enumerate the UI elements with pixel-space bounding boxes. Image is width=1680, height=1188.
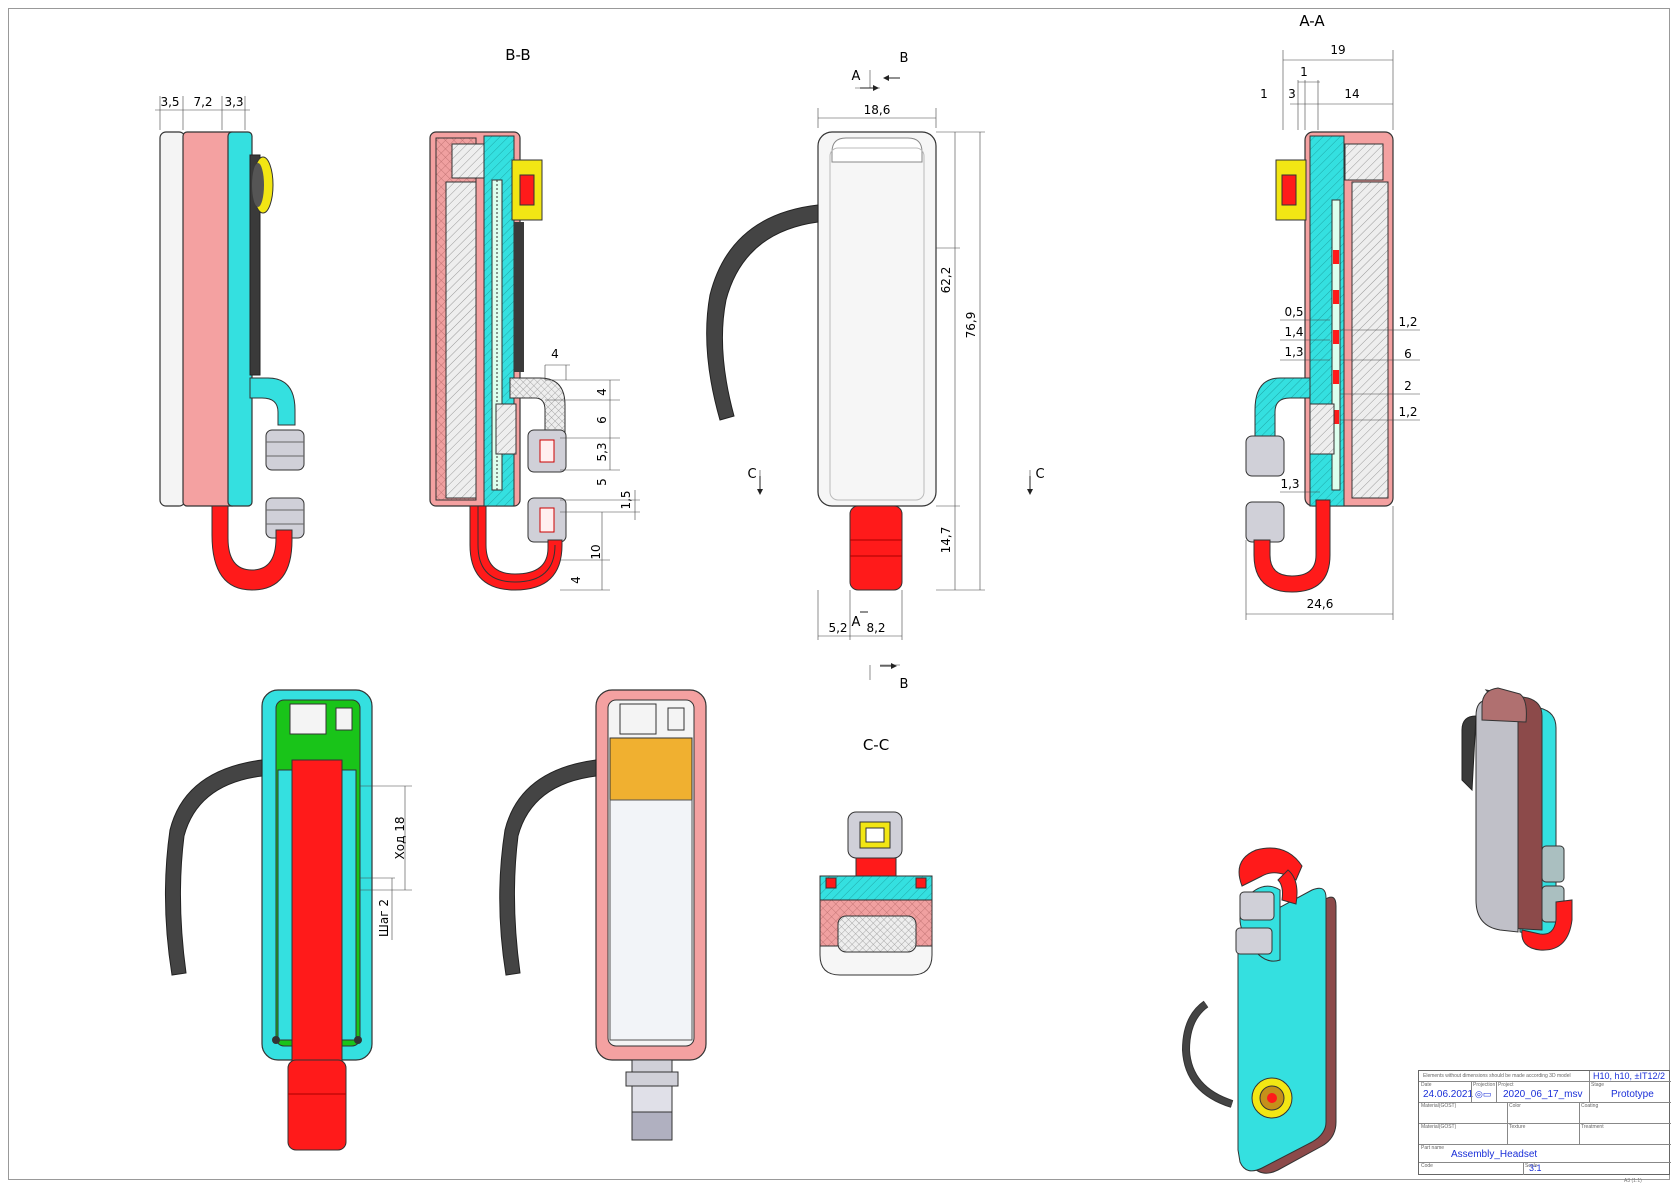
tb-scale-label: Scale xyxy=(1525,1163,1538,1169)
section-bb xyxy=(429,131,640,591)
side-view xyxy=(155,96,305,591)
tb-date-label: Date xyxy=(1421,1082,1432,1088)
dim-aa-1-3a: 1,3 xyxy=(1284,345,1303,359)
tb-tolerance: H10, h10, ±IT12/2 xyxy=(1593,1071,1665,1081)
view-label-cc: C-C xyxy=(863,736,889,754)
tb-material2-label: Material(GOST) xyxy=(1421,1124,1457,1130)
dim-aa-1-2a: 1,2 xyxy=(1398,315,1417,329)
tb-date: 24.06.2021 xyxy=(1423,1089,1474,1100)
dim-bb-2: 4 xyxy=(595,388,609,396)
dim-aa-1a: 1 xyxy=(1300,65,1308,79)
dim-front-body: 62,2 xyxy=(939,267,953,294)
view-label-bb: B-B xyxy=(505,46,530,64)
mark-a-bottom: A xyxy=(852,615,861,630)
mark-c-right: C xyxy=(1035,467,1044,482)
dim-bb-1: 4 xyxy=(551,347,559,361)
projection-symbol: ◎▭ xyxy=(1475,1089,1492,1099)
mark-c-left: C xyxy=(747,467,756,482)
section-arrows xyxy=(757,75,1033,669)
dim-side-1: 3,5 xyxy=(160,95,179,109)
mark-a-top: A xyxy=(852,69,861,84)
dim-front-8-2: 8,2 xyxy=(866,621,885,635)
dim-aa-6: 6 xyxy=(1404,347,1412,361)
dim-front-5-2: 5,2 xyxy=(828,621,847,635)
tb-treatment-label: Treatment xyxy=(1581,1124,1604,1130)
dim-front-clip: 14,7 xyxy=(939,527,953,554)
sheet-code: A3 (1:1) xyxy=(1624,1178,1642,1184)
section-cc xyxy=(819,811,933,976)
dim-front-total: 76,9 xyxy=(964,312,978,339)
tb-scale: 3:1 xyxy=(1529,1163,1542,1173)
dim-aa-19: 19 xyxy=(1330,43,1345,57)
iso-view-closed xyxy=(1461,687,1573,951)
dim-step: Шаг 2 xyxy=(377,899,391,937)
section-aa xyxy=(1245,50,1420,620)
dim-aa-1b: 1 xyxy=(1260,87,1268,101)
tb-material-label: Material(GOST) xyxy=(1421,1103,1457,1109)
dim-bb-8: 4 xyxy=(569,576,583,584)
dim-bb-7: 10 xyxy=(589,544,603,559)
dim-aa-1-3b: 1,3 xyxy=(1280,477,1299,491)
dim-aa-1-2b: 1,2 xyxy=(1398,405,1417,419)
dim-aa-1-4: 1,4 xyxy=(1284,325,1303,339)
dim-aa-24-6: 24,6 xyxy=(1307,597,1334,611)
tb-color-label: Color xyxy=(1509,1103,1521,1109)
inner-view-slider xyxy=(164,689,412,1151)
tb-part: Assembly_Headset xyxy=(1451,1149,1538,1160)
tb-projection-label: Projection xyxy=(1473,1082,1496,1088)
title-block: Elements without dimensions should be ma… xyxy=(1418,1070,1671,1175)
tb-stage: Prototype xyxy=(1611,1089,1654,1100)
tb-part-label: Part name xyxy=(1421,1145,1445,1151)
front-view xyxy=(706,70,1031,680)
dim-side-3: 3,3 xyxy=(224,95,243,109)
mark-b-bottom: B xyxy=(900,677,909,692)
sheet-border xyxy=(8,8,1670,1180)
tb-project: 2020_06_17_msv xyxy=(1503,1089,1583,1100)
dim-travel: Ход 18 xyxy=(393,817,407,860)
iso-view-open xyxy=(1181,847,1337,1174)
inner-view-battery xyxy=(499,689,707,1141)
dim-bb-6: 1,5 xyxy=(619,490,633,509)
tb-texture-label: Texture xyxy=(1509,1124,1526,1130)
dim-front-width: 18,6 xyxy=(864,103,891,117)
view-label-aa: A-A xyxy=(1299,12,1325,30)
tb-code-label: Code xyxy=(1421,1163,1433,1169)
tb-note: Elements without dimensions should be ma… xyxy=(1423,1073,1571,1079)
dim-aa-0-5: 0,5 xyxy=(1284,305,1303,319)
dim-bb-5: 5 xyxy=(595,478,609,486)
tb-coating-label: Coating xyxy=(1581,1103,1599,1109)
tb-project-label: Project xyxy=(1498,1082,1514,1088)
dim-bb-4: 5,3 xyxy=(595,442,609,461)
dim-side-2: 7,2 xyxy=(193,95,212,109)
dim-aa-2: 2 xyxy=(1404,379,1412,393)
dim-aa-3: 3 xyxy=(1288,87,1296,101)
mark-b-top: B xyxy=(900,51,909,66)
tb-stage-label: Stage xyxy=(1591,1082,1605,1088)
dim-aa-14: 14 xyxy=(1344,87,1359,101)
dim-bb-3: 6 xyxy=(595,416,609,424)
